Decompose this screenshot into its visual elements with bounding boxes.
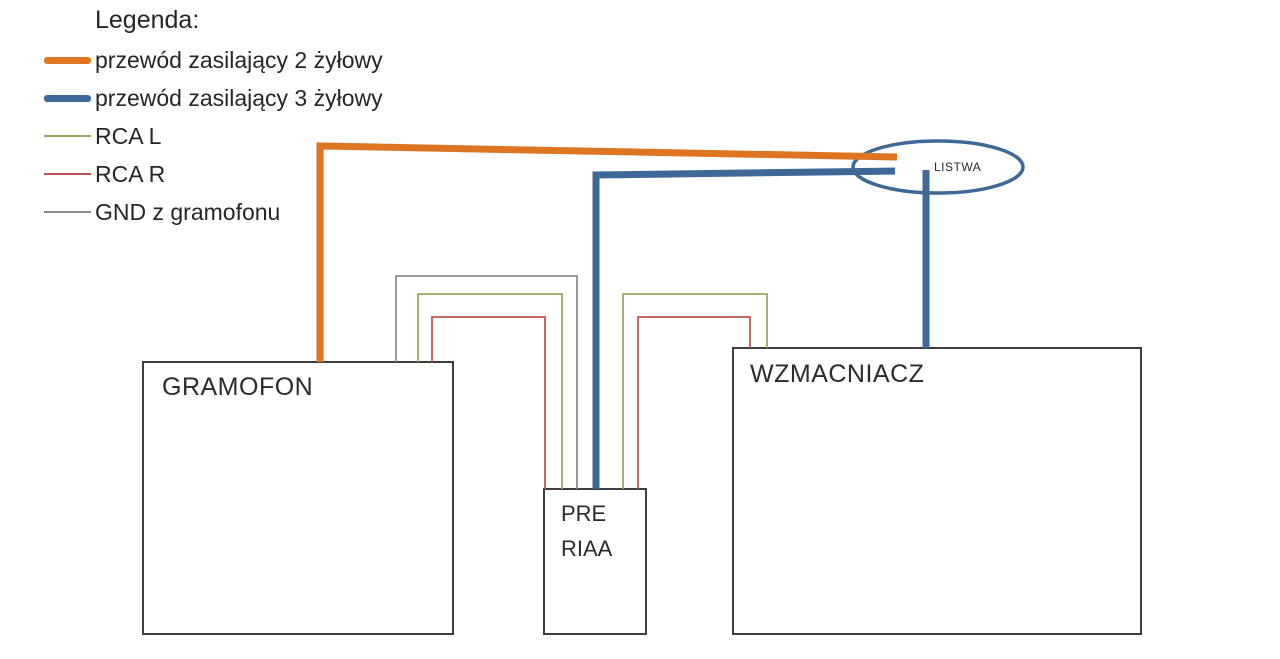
legend-item-label: GND z gramofonu [95,198,281,225]
listwa-label: LISTWA [934,160,982,174]
rca-r-wire-gramofon-pre [431,316,546,489]
wzmacniacz-label: WZMACNIACZ [750,360,925,388]
gramofon-label: GRAMOFON [162,373,314,401]
legend-item-label: RCA R [95,160,166,187]
power-2wire-cable-gramofon-listwa [316,142,898,362]
gnd-wire [395,275,578,489]
power-2wire-line-swatch [44,56,91,64]
legend-item-gnd: GND z gramofonu [44,198,281,225]
wzmacniacz-box [732,347,1142,635]
pre-riaa-label-line1: PRE [561,501,607,526]
rca-l-wire-gramofon-pre [417,293,563,489]
rca-l-wire-pre-wzmacniacz [622,293,768,489]
pre-riaa-box [543,488,647,635]
legend-item-label: przewód zasilający 2 żyłowy [95,46,383,73]
legend-title: Legenda: [95,6,200,34]
rca-l-line-swatch [44,135,91,137]
legend-item-label: RCA L [95,122,162,149]
legend-item-rca-l: RCA L [44,122,162,149]
rca-r-line-swatch [44,173,91,175]
legend-item-power-3wire: przewód zasilający 3 żyłowy [44,84,383,111]
gramofon-box [142,361,454,635]
power-3wire-cable-pre-listwa [592,167,896,489]
pre-riaa-label-line2: RIAA [561,536,613,561]
legend-item-label: przewód zasilający 3 żyłowy [95,84,383,111]
gnd-line-swatch [44,211,91,213]
legend-item-power-2wire: przewód zasilający 2 żyłowy [44,46,383,73]
power-3wire-line-swatch [44,94,91,102]
rca-r-wire-pre-wzmacniacz [637,316,751,489]
legend-item-rca-r: RCA R [44,160,166,187]
